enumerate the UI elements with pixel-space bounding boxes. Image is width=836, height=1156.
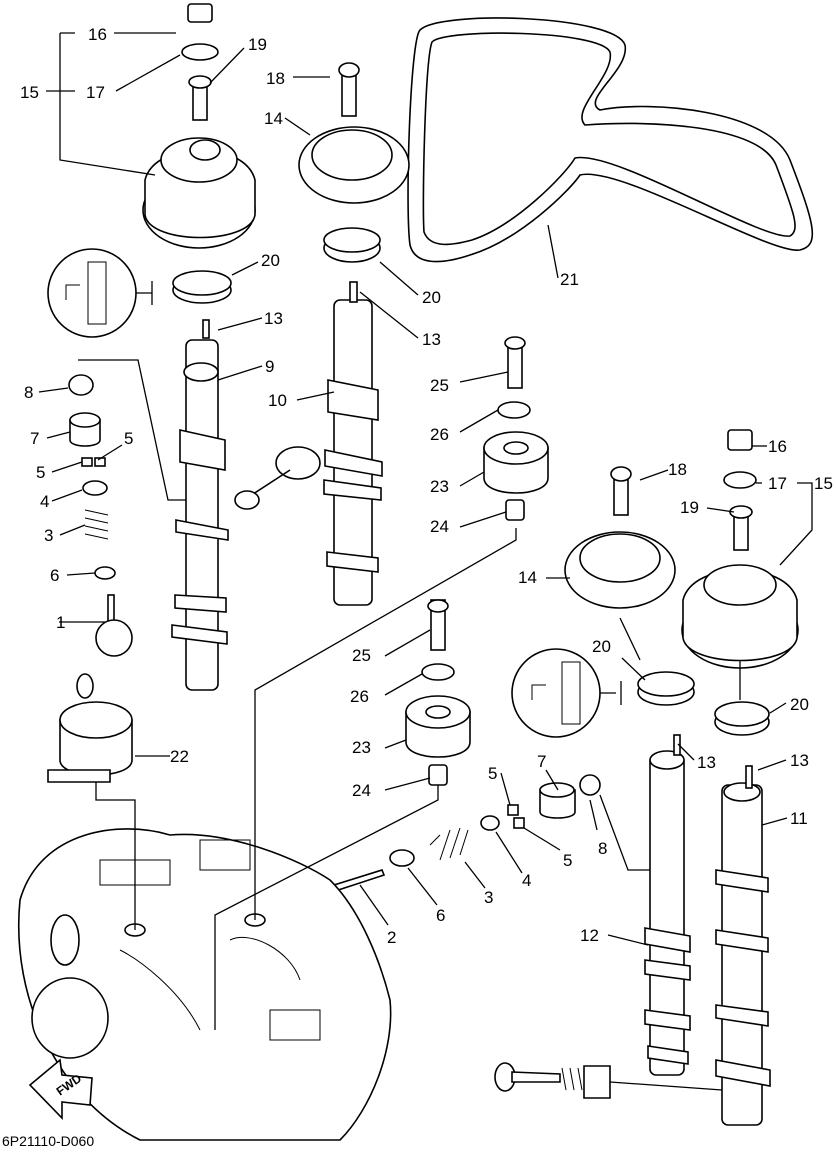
inset-lubrication-right	[511, 648, 622, 738]
right-center-sprocket	[564, 466, 695, 706]
idler-upper	[483, 336, 549, 521]
callout-8-mid: 8	[598, 839, 607, 858]
collar-24-lower	[428, 764, 448, 786]
callout-7-mid: 7	[537, 752, 546, 771]
bolt-16-right	[727, 429, 753, 451]
callout-15-right: 15	[814, 474, 833, 493]
shim-8	[68, 374, 94, 396]
timing-belt	[407, 17, 814, 263]
idler-lower	[405, 599, 471, 786]
valve-1-head	[95, 619, 133, 657]
callout-17-left: 17	[86, 83, 105, 102]
callout-24-upper: 24	[430, 517, 449, 536]
inset-lubrication-left	[47, 248, 153, 338]
shim-8-mid	[579, 774, 601, 796]
fwd-arrow	[28, 1058, 93, 1120]
callout-16-left: 16	[88, 25, 107, 44]
callout-25-upper: 25	[430, 376, 449, 395]
callout-11: 11	[790, 809, 808, 828]
callout-1: 1	[56, 613, 65, 632]
callout-13-mid: 13	[697, 753, 716, 772]
bolt-16-left	[187, 3, 213, 23]
retainer-4-mid	[480, 815, 500, 831]
callout-20-left: 20	[261, 251, 280, 270]
callout-19-right: 19	[680, 498, 699, 517]
cotter-5-mid-b	[513, 817, 525, 829]
seal-6-mid	[389, 849, 415, 867]
center-cam-pulley	[298, 62, 410, 263]
callout-4-left: 4	[40, 492, 49, 511]
callout-18-right: 18	[668, 460, 687, 479]
left-cam-pulley-assembly	[142, 3, 256, 304]
callout-22: 22	[170, 747, 189, 766]
callout-19-left: 19	[248, 35, 267, 54]
callout-15-left: 15	[20, 83, 39, 102]
callout-5-left-b: 5	[36, 463, 45, 482]
retainer-4	[82, 480, 108, 496]
washer-17-right	[723, 471, 757, 489]
callout-13-right: 13	[790, 751, 809, 770]
callout-20-mid: 20	[592, 637, 611, 656]
cylinder-head	[18, 828, 392, 1141]
callout-25-lower: 25	[352, 646, 371, 665]
callout-23-lower: 23	[352, 738, 371, 757]
callout-4-mid: 4	[522, 871, 531, 890]
callout-3-mid: 3	[484, 888, 493, 907]
callout-8-left: 8	[24, 383, 33, 402]
callout-17-right: 17	[768, 474, 787, 493]
callout-6-left: 6	[50, 566, 59, 585]
callout-5-mid-a: 5	[488, 764, 497, 783]
callout-3-left: 3	[44, 526, 53, 545]
callout-12: 12	[580, 926, 599, 945]
valve-train-left	[68, 359, 186, 657]
callout-23-upper: 23	[430, 477, 449, 496]
tensioner-22	[47, 673, 133, 783]
right-cam-pulley-assembly	[681, 429, 799, 736]
callout-2: 2	[387, 928, 396, 947]
cotter-5a	[81, 457, 93, 467]
callout-26-upper: 26	[430, 425, 449, 444]
washer-26-upper	[497, 401, 531, 419]
camshaft-12	[644, 734, 691, 1076]
callout-labels: 16 19 15 17 18 14 20 20 21 13 13 9 10 25…	[20, 25, 833, 1098]
spring-3	[84, 509, 109, 540]
camshaft-11	[715, 765, 771, 1126]
callout-10: 10	[268, 391, 287, 410]
diagram-code: 6P21110-D060	[2, 1133, 95, 1149]
callout-5-left-a: 5	[124, 429, 133, 448]
washer-26-lower	[421, 663, 455, 681]
callout-16-right: 16	[768, 437, 787, 456]
callout-7-left: 7	[30, 429, 39, 448]
callout-13-center: 13	[422, 330, 441, 349]
callout-18-center: 18	[266, 69, 285, 88]
camshaft-9	[171, 319, 229, 691]
callout-26-lower: 26	[350, 687, 369, 706]
valve-assembly-bottom	[494, 1062, 723, 1099]
callout-9: 9	[265, 357, 274, 376]
camshaft-10	[234, 281, 383, 606]
seal-6	[94, 566, 116, 580]
callout-20-right: 20	[790, 695, 809, 714]
washer-17-left	[181, 43, 219, 61]
lifter-7-mid	[539, 789, 576, 819]
callout-14-center: 14	[264, 109, 283, 128]
callout-13-left: 13	[264, 309, 283, 328]
cotter-5-mid-a	[507, 804, 519, 816]
callout-24-lower: 24	[352, 781, 371, 800]
spring-3-mid	[429, 827, 469, 861]
collar-24-upper	[505, 499, 525, 521]
callout-21: 21	[560, 270, 579, 289]
callout-14-right: 14	[518, 568, 537, 587]
callout-5-mid-b: 5	[563, 851, 572, 870]
callout-6-mid: 6	[436, 906, 445, 925]
leader-lines	[38, 32, 813, 1030]
callout-20-center: 20	[422, 288, 441, 307]
